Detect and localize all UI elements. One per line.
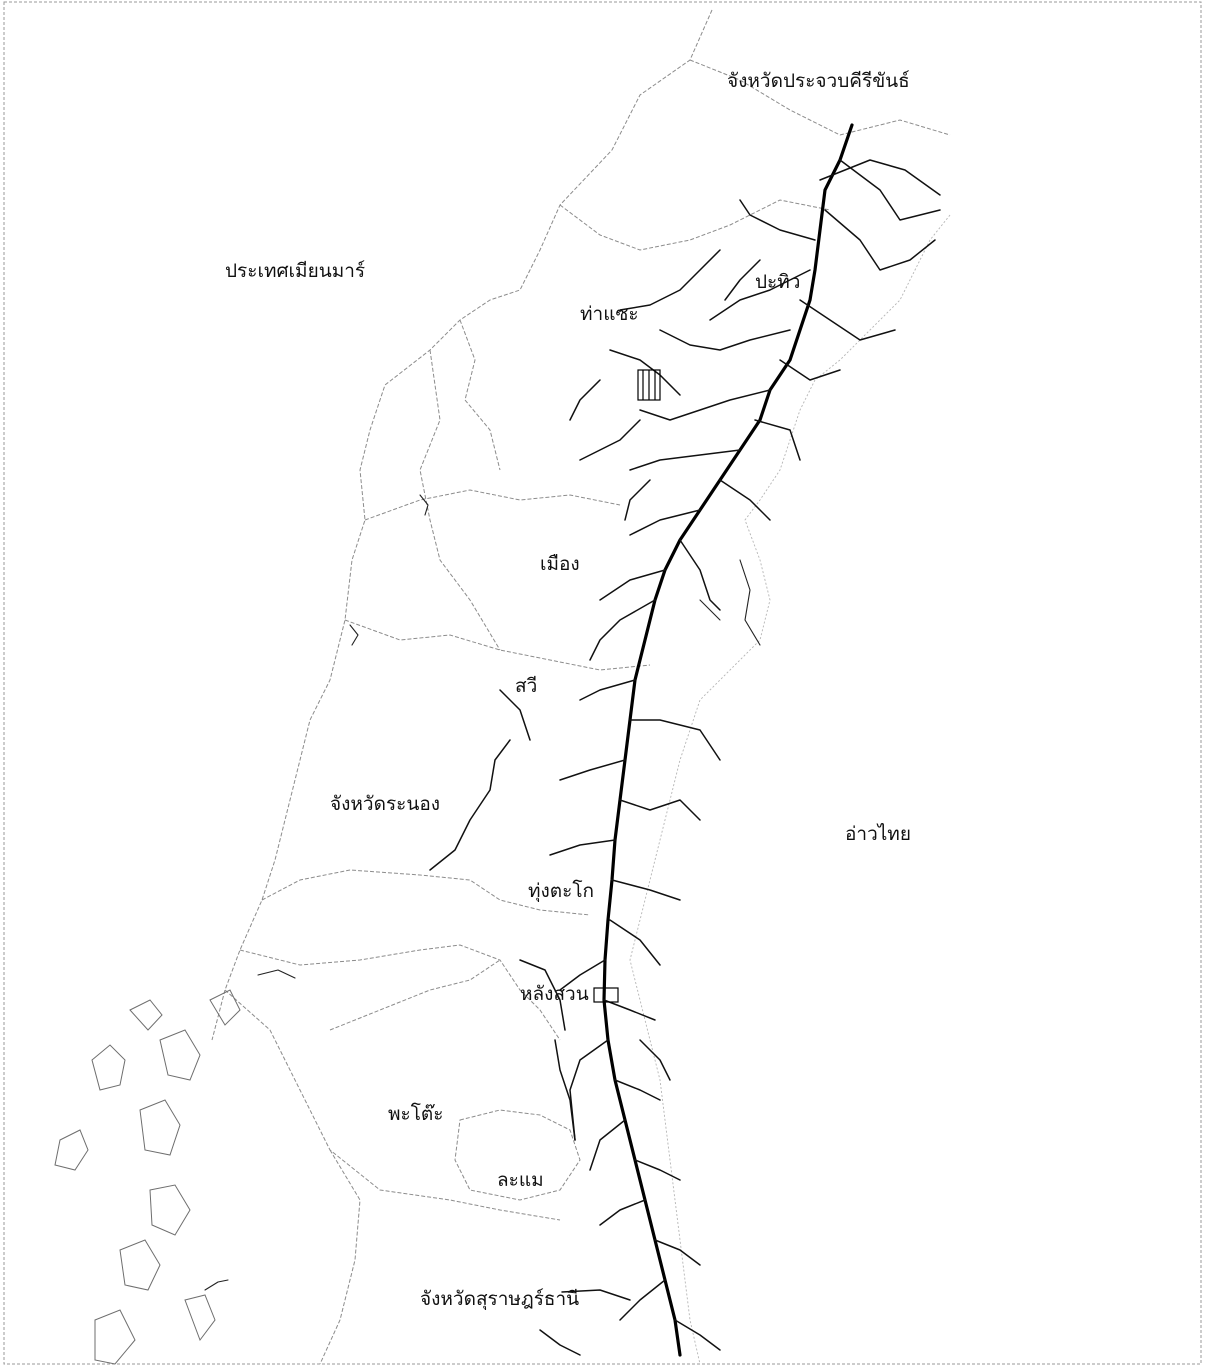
label-sawi-district: สวี xyxy=(515,675,538,697)
label-pathio-district: ปะทิว xyxy=(755,271,801,293)
label-lamae-district: ละแม xyxy=(497,1169,544,1191)
label-myanmar: ประเทศเมียนมาร์ xyxy=(225,260,366,282)
lamae-boundary xyxy=(454,1109,581,1201)
label-phato-district: พะโต๊ะ xyxy=(388,1103,444,1125)
langsuan-boundary xyxy=(239,944,561,1041)
label-langsuan-district: หลังสวน xyxy=(520,983,589,1005)
langsuan-town-block xyxy=(593,987,619,1003)
thungtako-boundary xyxy=(261,869,591,916)
label-gulf-of-thailand: อ่าวไทย xyxy=(845,823,911,845)
phato-west-boundary xyxy=(329,959,501,1031)
label-thungtako-district: ทุ่งตะโก xyxy=(528,880,595,902)
label-ranong-province: จังหวัดระนอง xyxy=(330,793,441,815)
suratthani-boundary xyxy=(319,1149,361,1365)
prachuap-boundary xyxy=(689,59,951,136)
myanmar-border xyxy=(211,9,713,1041)
mueang-boundary xyxy=(364,489,621,521)
thasae-town-grid xyxy=(642,370,656,400)
label-prachuap-province: จังหวัดประจวบคีรีขันธ์ xyxy=(727,70,910,92)
label-suratthani-province: จังหวัดสุราษฎร์ธานี xyxy=(420,1288,580,1310)
sawi-west-boundary xyxy=(419,349,501,651)
road-network xyxy=(569,159,941,661)
thasae-west-boundary xyxy=(459,319,501,471)
gulf-coastline xyxy=(629,214,951,1365)
label-mueang-district: เมือง xyxy=(540,553,580,575)
label-thasae-district: ท่าแซะ xyxy=(580,303,639,325)
road-network-south xyxy=(204,494,721,1356)
andaman-islands xyxy=(54,989,241,1365)
thasae-district-boundary xyxy=(559,199,831,251)
map-frame xyxy=(3,1,1202,1365)
